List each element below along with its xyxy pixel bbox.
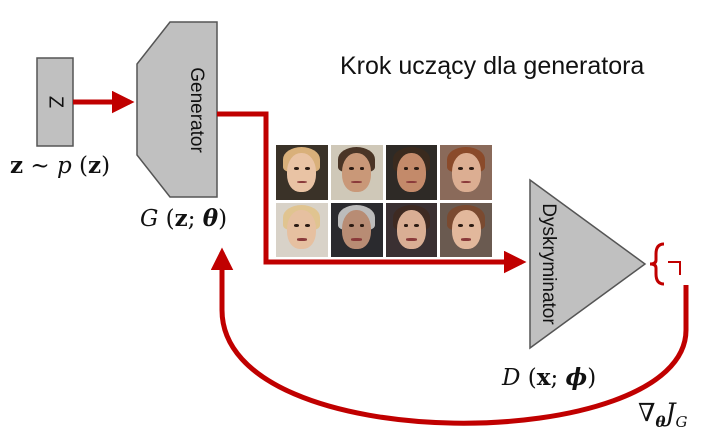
face-4 bbox=[440, 145, 492, 200]
face-5 bbox=[276, 202, 328, 257]
z-dist-p: p bbox=[56, 153, 72, 179]
z-dist-sim: ∼ bbox=[23, 153, 57, 179]
face-eye-left bbox=[348, 166, 354, 170]
face-2 bbox=[330, 145, 383, 200]
face-mouth bbox=[296, 238, 308, 241]
generator-block bbox=[136, 21, 218, 198]
arrow-generator-to-discriminator bbox=[217, 111, 527, 274]
face-mouth bbox=[406, 180, 417, 184]
d-phi: ϕ bbox=[565, 364, 588, 391]
g-symbol: G bbox=[140, 206, 159, 232]
g-z: z bbox=[174, 205, 188, 232]
z-input-box bbox=[36, 57, 74, 147]
face-mouth bbox=[351, 238, 362, 241]
g-open: ( bbox=[158, 206, 175, 232]
face-eye-right bbox=[304, 166, 310, 170]
face-mouth bbox=[460, 180, 472, 184]
face-6 bbox=[330, 202, 383, 257]
diagram-title: Krok uczący dla generatora bbox=[340, 52, 645, 80]
face-head bbox=[287, 210, 317, 250]
generator-label: Generator bbox=[186, 67, 207, 153]
face-eye-left bbox=[403, 224, 409, 228]
face-head bbox=[451, 152, 481, 192]
discriminator-label: Dyskryminator bbox=[538, 203, 559, 325]
face-head bbox=[342, 210, 372, 250]
face-eye-right bbox=[469, 166, 474, 170]
face-eye-right bbox=[359, 166, 365, 170]
face-eye-left bbox=[294, 166, 299, 170]
output-minus-sign bbox=[668, 261, 681, 275]
face-eye-right bbox=[414, 166, 420, 170]
face-8 bbox=[440, 202, 492, 257]
face-1 bbox=[276, 145, 328, 200]
face-head bbox=[287, 152, 317, 192]
face-eye-left bbox=[458, 224, 464, 228]
grad-j: J bbox=[665, 398, 676, 427]
face-mouth bbox=[406, 238, 417, 241]
z-dist-close: ) bbox=[101, 153, 111, 179]
face-head bbox=[451, 210, 481, 250]
d-symbol: D bbox=[502, 365, 521, 391]
g-sep: ; bbox=[187, 206, 203, 232]
grad-theta: θ bbox=[655, 413, 666, 431]
face-7 bbox=[385, 202, 438, 257]
face-head bbox=[342, 152, 372, 192]
z-dist-z: z bbox=[10, 152, 24, 179]
generated-faces-grid bbox=[276, 145, 492, 257]
grad-g: G bbox=[675, 413, 688, 431]
face-head bbox=[396, 152, 426, 192]
g-close: ) bbox=[218, 206, 228, 232]
d-open: ( bbox=[520, 365, 537, 391]
face-eye-right bbox=[469, 224, 474, 228]
discriminator-block bbox=[529, 178, 647, 350]
face-mouth bbox=[460, 238, 472, 241]
output-brace bbox=[649, 242, 665, 286]
face-eye-left bbox=[458, 166, 464, 170]
face-mouth bbox=[351, 180, 362, 184]
gradient-formula: ∇θJG bbox=[638, 398, 688, 431]
face-eye-left bbox=[403, 166, 409, 170]
discriminator-formula: D (x; ϕ) bbox=[502, 364, 596, 391]
d-close: ) bbox=[587, 365, 597, 391]
face-mouth bbox=[296, 180, 308, 184]
face-eye-right bbox=[359, 224, 365, 228]
z-input-label: Z bbox=[45, 96, 67, 108]
face-head bbox=[396, 210, 426, 250]
gradient-feedback-arc bbox=[210, 247, 689, 426]
grad-nabla: ∇ bbox=[638, 398, 656, 427]
face-eye-right bbox=[414, 224, 420, 228]
z-dist-open: ( bbox=[71, 153, 88, 179]
d-x: x bbox=[536, 364, 551, 391]
d-sep: ; bbox=[550, 365, 566, 391]
g-theta: θ bbox=[202, 205, 219, 232]
z-dist-z2: z bbox=[88, 152, 102, 179]
generator-formula: G (z; θ) bbox=[140, 205, 227, 232]
face-eye-left bbox=[348, 224, 354, 228]
face-eye-left bbox=[294, 224, 299, 228]
face-3 bbox=[385, 145, 438, 200]
face-eye-right bbox=[304, 224, 310, 228]
z-distribution-formula: z ∼ p (z) bbox=[10, 152, 110, 179]
